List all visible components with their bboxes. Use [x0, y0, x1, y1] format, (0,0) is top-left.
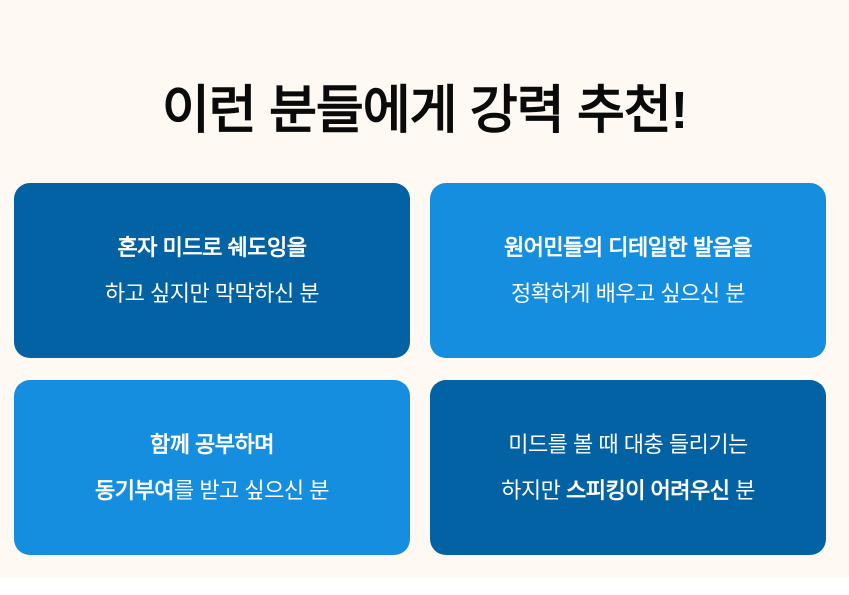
card-line-2: 하고 싶지만 막막하신 분: [104, 280, 320, 306]
recommend-card-1: 혼자 미드로 쉐도잉을 하고 싶지만 막막하신 분: [14, 183, 410, 358]
card-line-2: 동기부여를 받고 싶으신 분: [95, 477, 330, 503]
recommend-card-2: 원어민들의 디테일한 발음을 정확하게 배우고 싶으신 분: [430, 183, 826, 358]
card-line-2: 하지만 스피킹이 어려우신 분: [501, 477, 755, 503]
card-line-1: 미드를 볼 때 대충 들리기는: [508, 431, 748, 457]
card-line-1: 함께 공부하며: [149, 431, 275, 457]
card-line-1: 혼자 미드로 쉐도잉을: [117, 234, 307, 260]
page-title: 이런 분들에게 강력 추천!: [161, 81, 688, 140]
recommend-card-3: 함께 공부하며 동기부여를 받고 싶으신 분: [14, 380, 410, 555]
card-line-2: 정확하게 배우고 싶으신 분: [511, 280, 745, 306]
recommend-card-4: 미드를 볼 때 대충 들리기는 하지만 스피킹이 어려우신 분: [430, 380, 826, 555]
card-line-1: 원어민들의 디테일한 발음을: [503, 234, 753, 260]
